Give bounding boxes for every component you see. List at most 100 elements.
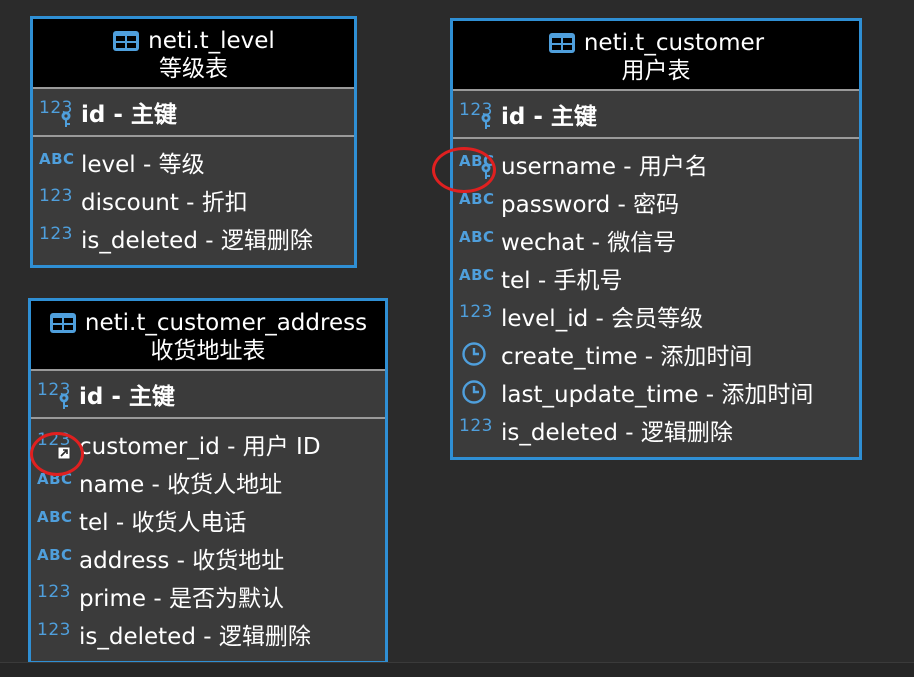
- attribute-comment: 密码: [633, 192, 680, 218]
- attribute-name: discount: [81, 190, 179, 216]
- key-badge-icon: [481, 163, 491, 179]
- entity-title: neti.t_customer_address: [84, 310, 368, 336]
- clock-icon: [462, 342, 486, 366]
- attribute-text: is_deleted - 逻辑删除: [73, 221, 313, 255]
- attribute-comment: 会员等级: [611, 306, 704, 332]
- type-label: 123: [39, 224, 73, 244]
- attribute-comment: 收货地址: [192, 548, 285, 574]
- type-label: 123: [39, 186, 73, 206]
- type-label: 123: [459, 302, 493, 322]
- attribute-comment: 添加时间: [721, 382, 814, 408]
- separator: -: [588, 306, 612, 332]
- type-label: ABC: [37, 470, 73, 488]
- attribute-name: password: [501, 192, 611, 218]
- type-label: ABC: [37, 508, 73, 526]
- separator: -: [146, 586, 169, 612]
- separator: -: [169, 548, 193, 574]
- attribute-comment: 折扣: [201, 190, 248, 216]
- entity-header: neti.t_customer 用户表: [453, 21, 859, 91]
- type-label: 123: [459, 416, 493, 436]
- attribute-text: last_update_time - 添加时间: [493, 375, 813, 409]
- string-type-icon: ABC: [459, 226, 495, 254]
- separator: -: [637, 344, 661, 370]
- separator: -: [135, 152, 159, 178]
- number-type-icon: 123: [37, 380, 71, 409]
- separator: -: [610, 192, 634, 218]
- clock-icon: [462, 380, 486, 404]
- attribute-name: id: [79, 384, 104, 410]
- attribute-text: prime - 是否为默认: [71, 579, 284, 613]
- string-type-icon: ABC: [459, 188, 495, 216]
- attribute-name: username: [501, 154, 616, 180]
- attribute-password[interactable]: ABC password - 密码: [453, 183, 859, 221]
- attribute-name: create_time: [501, 344, 638, 370]
- attribute-name: last_update_time: [501, 382, 699, 408]
- string-type-icon: ABC: [459, 150, 494, 179]
- separator: -: [144, 472, 168, 498]
- type-label: 123: [37, 430, 71, 450]
- separator: -: [108, 510, 132, 536]
- separator: -: [219, 434, 243, 460]
- attribute-text: wechat - 微信号: [493, 223, 676, 257]
- attribute-name: level_id: [501, 306, 589, 332]
- attribute-comment: 微信号: [607, 230, 677, 256]
- attribute-last-update-time[interactable]: last_update_time - 添加时间: [453, 373, 859, 411]
- entity-header: neti.t_customer_address 收货地址表: [31, 301, 385, 371]
- attribute-comment: 主键: [130, 102, 177, 128]
- attribute-comment: 收货人电话: [131, 510, 247, 536]
- attribute-text: tel - 收货人电话: [71, 503, 246, 537]
- attribute-level-id[interactable]: 123 level_id - 会员等级: [453, 297, 859, 335]
- type-label: ABC: [459, 266, 495, 284]
- attribute-name: is_deleted: [79, 624, 196, 650]
- attribute-name: customer_id: [79, 434, 220, 460]
- number-type-icon: 123: [37, 620, 71, 648]
- attribute-comment: 添加时间: [660, 344, 753, 370]
- attribute-name: is_deleted: [81, 228, 198, 254]
- attribute-text: discount - 折扣: [73, 183, 248, 217]
- table-icon: [113, 31, 140, 51]
- attribute-comment: 逻辑删除: [220, 228, 313, 254]
- clock-icon: [459, 340, 493, 368]
- attribute-name: tel: [501, 268, 531, 294]
- attribute-text: name - 收货人地址: [71, 465, 282, 499]
- attribute-comment: 手机号: [553, 268, 623, 294]
- type-label: ABC: [459, 228, 495, 246]
- attribute-text: level - 等级: [73, 145, 205, 179]
- number-type-icon: 123: [39, 224, 73, 252]
- attribute-create-time[interactable]: create_time - 添加时间: [453, 335, 859, 373]
- type-label: ABC: [37, 546, 73, 564]
- separator: -: [195, 624, 219, 650]
- entity-header: neti.t_level 等级表: [33, 19, 354, 89]
- attribute-name: is_deleted: [501, 420, 618, 446]
- separator: -: [178, 190, 202, 216]
- string-type-icon: ABC: [37, 506, 73, 534]
- key-badge-icon: [59, 393, 69, 409]
- attribute-name: id: [81, 102, 106, 128]
- type-label: ABC: [459, 190, 495, 208]
- attribute-name: id: [501, 104, 526, 130]
